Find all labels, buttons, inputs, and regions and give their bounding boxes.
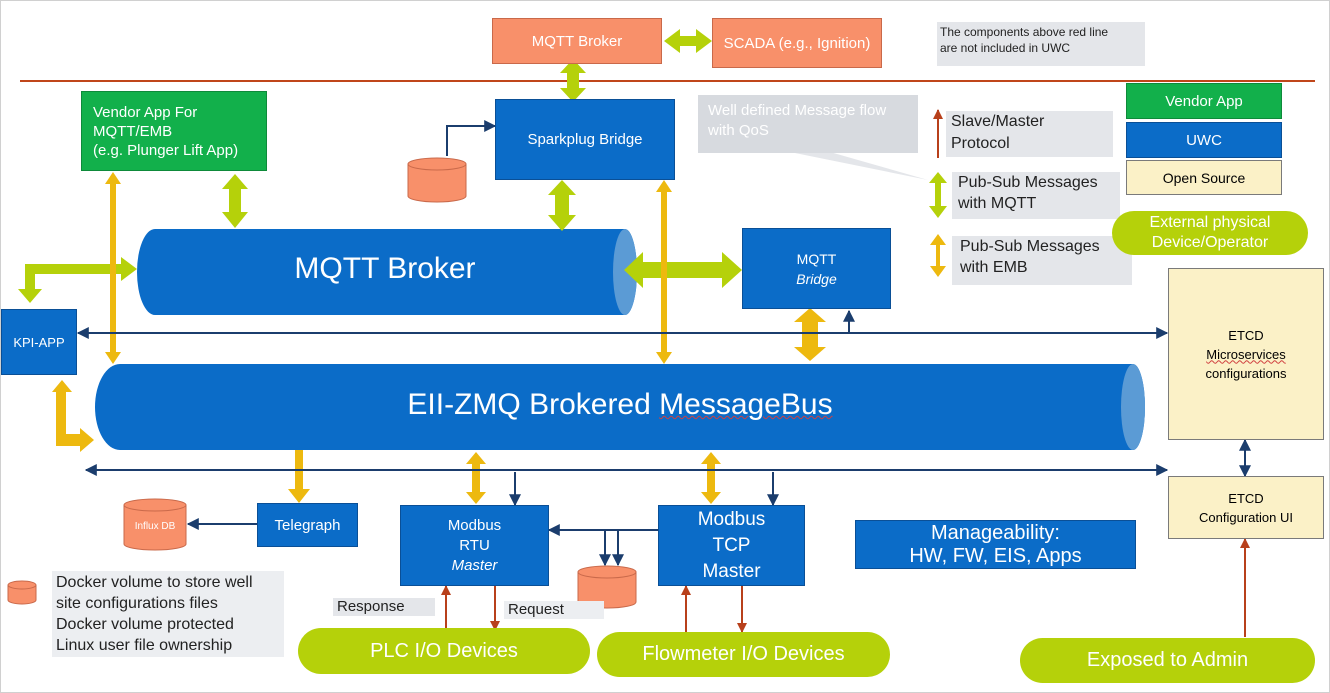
- influx-db-icon: [123, 498, 187, 551]
- modbus-rtu-line2: RTU: [459, 536, 490, 554]
- legend-arrows: [929, 109, 947, 277]
- mqtt-bridge-line2: Bridge: [796, 270, 837, 287]
- legend-slave-master: Slave/Master Protocol: [946, 111, 1113, 157]
- message-bus-word: MessageBus: [659, 388, 833, 421]
- legend-vendor-app: Vendor App: [1126, 83, 1282, 119]
- modbus-rtu-line1: Modbus: [447, 516, 502, 534]
- sparkplug-bridge-box: Sparkplug Bridge: [495, 99, 675, 180]
- legend-open-source: Open Source: [1126, 160, 1282, 195]
- flow-note: Well defined Message flow with QoS: [698, 95, 918, 153]
- influx-db-label: Influx DB: [134, 521, 176, 532]
- callout-pointer: [790, 152, 928, 180]
- modbus-tcp-box: Modbus TCP Master: [658, 505, 805, 586]
- kpi-app-box: KPI-APP: [1, 309, 77, 375]
- exposed-to-admin: Exposed to Admin: [1020, 638, 1315, 683]
- scope-note: The components above red line are not in…: [937, 22, 1145, 66]
- etcd-microservices-box: ETCD Microservices configurations: [1168, 268, 1324, 440]
- mqtt-arrows: [18, 29, 742, 303]
- navy-connectors: [76, 120, 1251, 567]
- mqtt-bridge-box: MQTT Bridge: [742, 228, 891, 309]
- sparkplug-db-icon: [407, 157, 467, 203]
- top-mqtt-broker: MQTT Broker: [492, 18, 662, 64]
- request-label: Request: [504, 601, 604, 619]
- etcd-micro-line1: ETCD: [1228, 327, 1264, 343]
- docker-volume-note: Docker volume to store well site configu…: [52, 571, 284, 657]
- etcd-configuration-ui-box: ETCD Configuration UI: [1168, 476, 1324, 539]
- docker-volume-legend-icon: [7, 580, 37, 605]
- scada-box: SCADA (e.g., Ignition): [712, 18, 882, 68]
- etcd-micro-line3: configurations: [1205, 365, 1287, 381]
- legend-external-device: External physical Device/Operator: [1112, 211, 1308, 255]
- vendor-app-box: Vendor App For MQTT/EMB (e.g. Plunger Li…: [81, 91, 267, 171]
- message-bus-prefix: EII-ZMQ Brokered: [407, 388, 660, 421]
- mqtt-broker-cylinder: [137, 229, 637, 315]
- flowmeter-io-devices: Flowmeter I/O Devices: [597, 632, 890, 677]
- modbus-rtu-line3: Master: [451, 556, 498, 574]
- response-label: Response: [333, 598, 435, 616]
- legend-pubsub-emb: Pub-Sub Messages with EMB: [952, 236, 1132, 285]
- message-bus-cylinder: [95, 364, 1145, 450]
- protocol-arrows: [441, 538, 1250, 637]
- mqtt-broker-cylinder-label: MQTT Broker: [294, 252, 476, 285]
- telegraph-box: Telegraph: [257, 503, 358, 547]
- legend-uwc: UWC: [1126, 122, 1282, 158]
- manageability-box: Manageability: HW, FW, EIS, Apps: [855, 520, 1136, 569]
- mqtt-bridge-line1: MQTT: [796, 250, 837, 267]
- plc-io-devices: PLC I/O Devices: [298, 628, 590, 674]
- message-bus-label: EII-ZMQ Brokered MessageBus: [250, 388, 990, 422]
- emb-arrows: [52, 172, 826, 504]
- etcd-micro-line2: Microservices: [1206, 346, 1286, 362]
- legend-pubsub-mqtt: Pub-Sub Messages with MQTT: [952, 172, 1120, 219]
- modbus-rtu-box: Modbus RTU Master: [400, 505, 549, 586]
